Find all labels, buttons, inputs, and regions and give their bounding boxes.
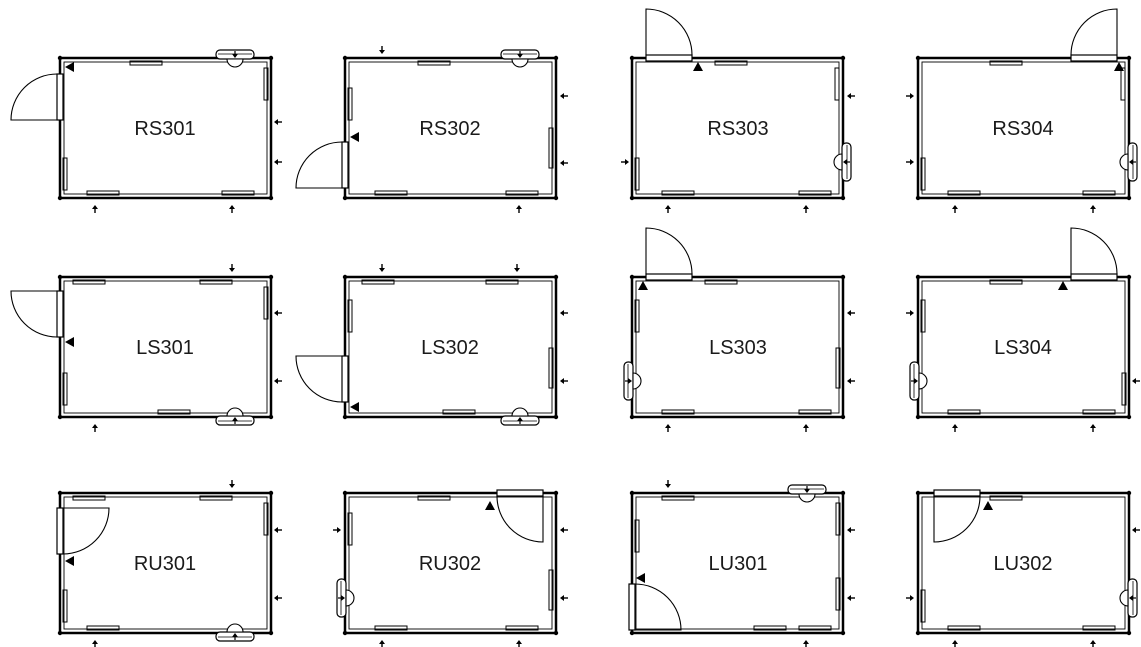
room-label-ls302: LS302 [421, 337, 479, 359]
room-label-ls301: LS301 [136, 337, 194, 359]
room-label-lu301: LU301 [709, 553, 768, 575]
room-ls304: LS304 [905, 227, 1141, 433]
room-label-rs302: RS302 [419, 118, 480, 140]
room-lu302: LU302 [905, 489, 1141, 647]
room-ru302: RU302 [332, 489, 569, 647]
room-ls301: LS301 [10, 263, 283, 433]
room-label-rs303: RS303 [707, 118, 768, 140]
room-rs301: RS301 [10, 49, 283, 214]
room-ru301: RU301 [56, 479, 283, 647]
room-rs304: RS304 [905, 8, 1138, 214]
room-lu301: LU301 [628, 479, 856, 647]
room-ls302: LS302 [295, 263, 569, 426]
room-label-rs301: RS301 [134, 118, 195, 140]
room-label-rs304: RS304 [992, 118, 1053, 140]
room-label-ls303: LS303 [709, 337, 767, 359]
room-label-ru302: RU302 [419, 553, 481, 575]
room-ls303: LS303 [623, 227, 856, 433]
room-label-ru301: RU301 [134, 553, 196, 575]
room-rs303: RS303 [620, 8, 856, 214]
room-label-ls304: LS304 [994, 337, 1052, 359]
room-rs302: RS302 [295, 45, 569, 214]
room-label-lu302: LU302 [994, 553, 1053, 575]
